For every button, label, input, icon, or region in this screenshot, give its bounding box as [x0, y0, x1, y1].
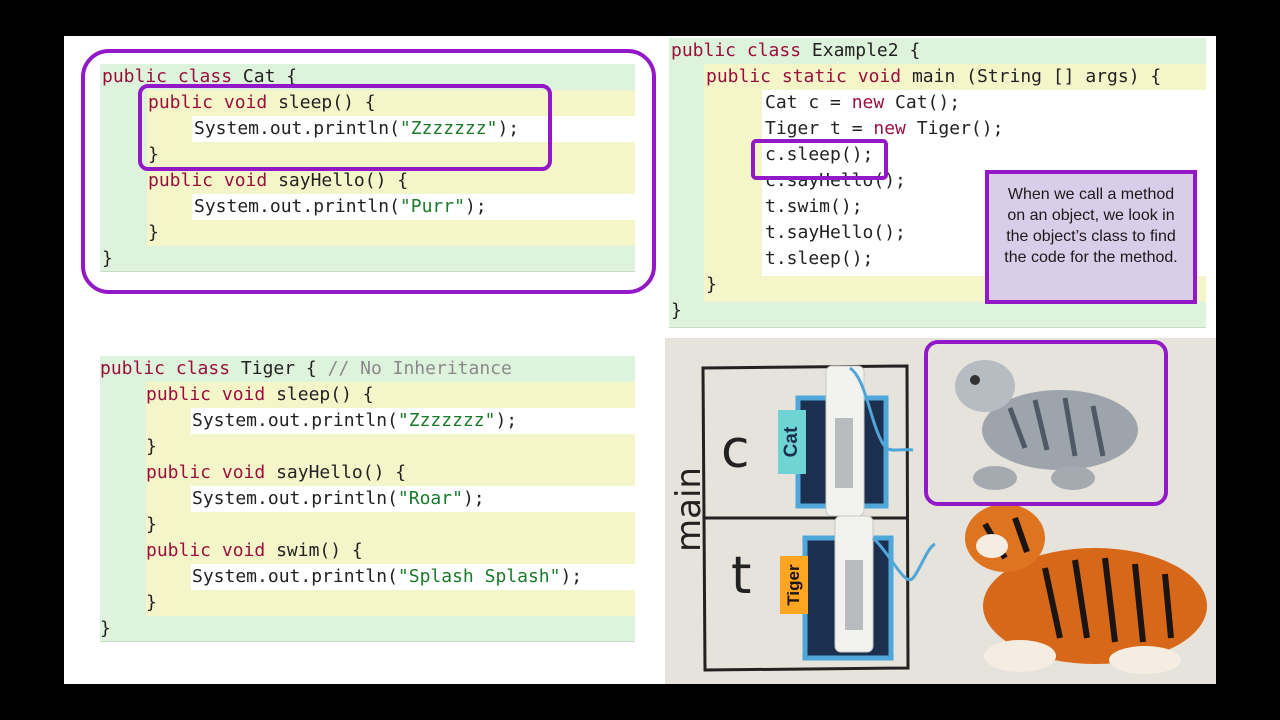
cat-object-highlight-frame [924, 340, 1168, 506]
tiger-line-1: public class Tiger { // No Inheritance [100, 358, 512, 379]
cat-tag-label: Cat [781, 426, 802, 458]
example2-line-8: t.sayHello(); [765, 222, 906, 243]
example2-line-5: c.sleep(); [765, 144, 874, 165]
cat-class-highlight-frame [81, 49, 656, 294]
cat-line-7: } [148, 222, 159, 243]
tiger-line-2: public void sleep() { [146, 384, 374, 405]
example2-line-11: } [671, 300, 682, 321]
tiger-line-7: } [146, 514, 157, 535]
tiger-line-5: public void sayHello() { [146, 462, 407, 483]
tiger-line-8: public void swim() { [146, 540, 363, 561]
example2-line-7: t.swim(); [765, 196, 863, 217]
example2-line-3: Cat c = new Cat(); [765, 92, 961, 113]
cat-line-1: public class Cat { [102, 66, 298, 87]
example2-line-4: Tiger t = new Tiger(); [765, 118, 1004, 139]
tiger-line-4: } [146, 436, 157, 457]
example2-line-10: } [706, 274, 717, 295]
cat-line-2: public void sleep() { [148, 92, 376, 113]
variable-c-label: c [721, 420, 750, 480]
memory-model-photo: main c t Cat Tiger [665, 338, 1216, 684]
tiger-line-11: } [100, 618, 111, 639]
variable-t-label: t [731, 546, 752, 606]
tiger-plush-image [965, 504, 1207, 674]
tiger-tag [780, 556, 808, 614]
cat-tag [778, 410, 806, 474]
cat-line-8: } [102, 248, 113, 269]
sleep-method-highlight-frame [138, 84, 552, 171]
cat-line-5: public void sayHello() { [148, 170, 409, 191]
example2-line-9: t.sleep(); [765, 248, 874, 269]
cat-reference-clicker-icon [795, 365, 914, 517]
explanation-callout: When we call a method on an object, we l… [985, 170, 1197, 304]
cat-line-3: System.out.println("Zzzzzzz"); [194, 118, 520, 139]
cat-line-4: } [148, 144, 159, 165]
tiger-line-10: } [146, 592, 157, 613]
tiger-reference-clicker-icon [802, 515, 936, 661]
main-frame-label: main [669, 467, 709, 552]
cat-line-6: System.out.println("Purr"); [194, 196, 487, 217]
tiger-line-9: System.out.println("Splash Splash"); [192, 566, 583, 587]
slide: public class Cat { public void sleep() {… [64, 36, 1216, 684]
tiger-line-6: System.out.println("Roar"); [192, 488, 485, 509]
tiger-line-3: System.out.println("Zzzzzzz"); [192, 410, 518, 431]
example2-line-1: public class Example2 { [671, 40, 921, 61]
example2-line-6: c.sayHello(); [765, 170, 906, 191]
csleep-call-highlight-frame [751, 139, 888, 180]
example2-line-2: public static void main (String [] args)… [706, 66, 1162, 87]
gray-cat-plush-image [955, 360, 1138, 490]
callout-text: When we call a method on an object, we l… [1004, 186, 1178, 266]
tiger-tag-label: Tiger [784, 564, 803, 606]
